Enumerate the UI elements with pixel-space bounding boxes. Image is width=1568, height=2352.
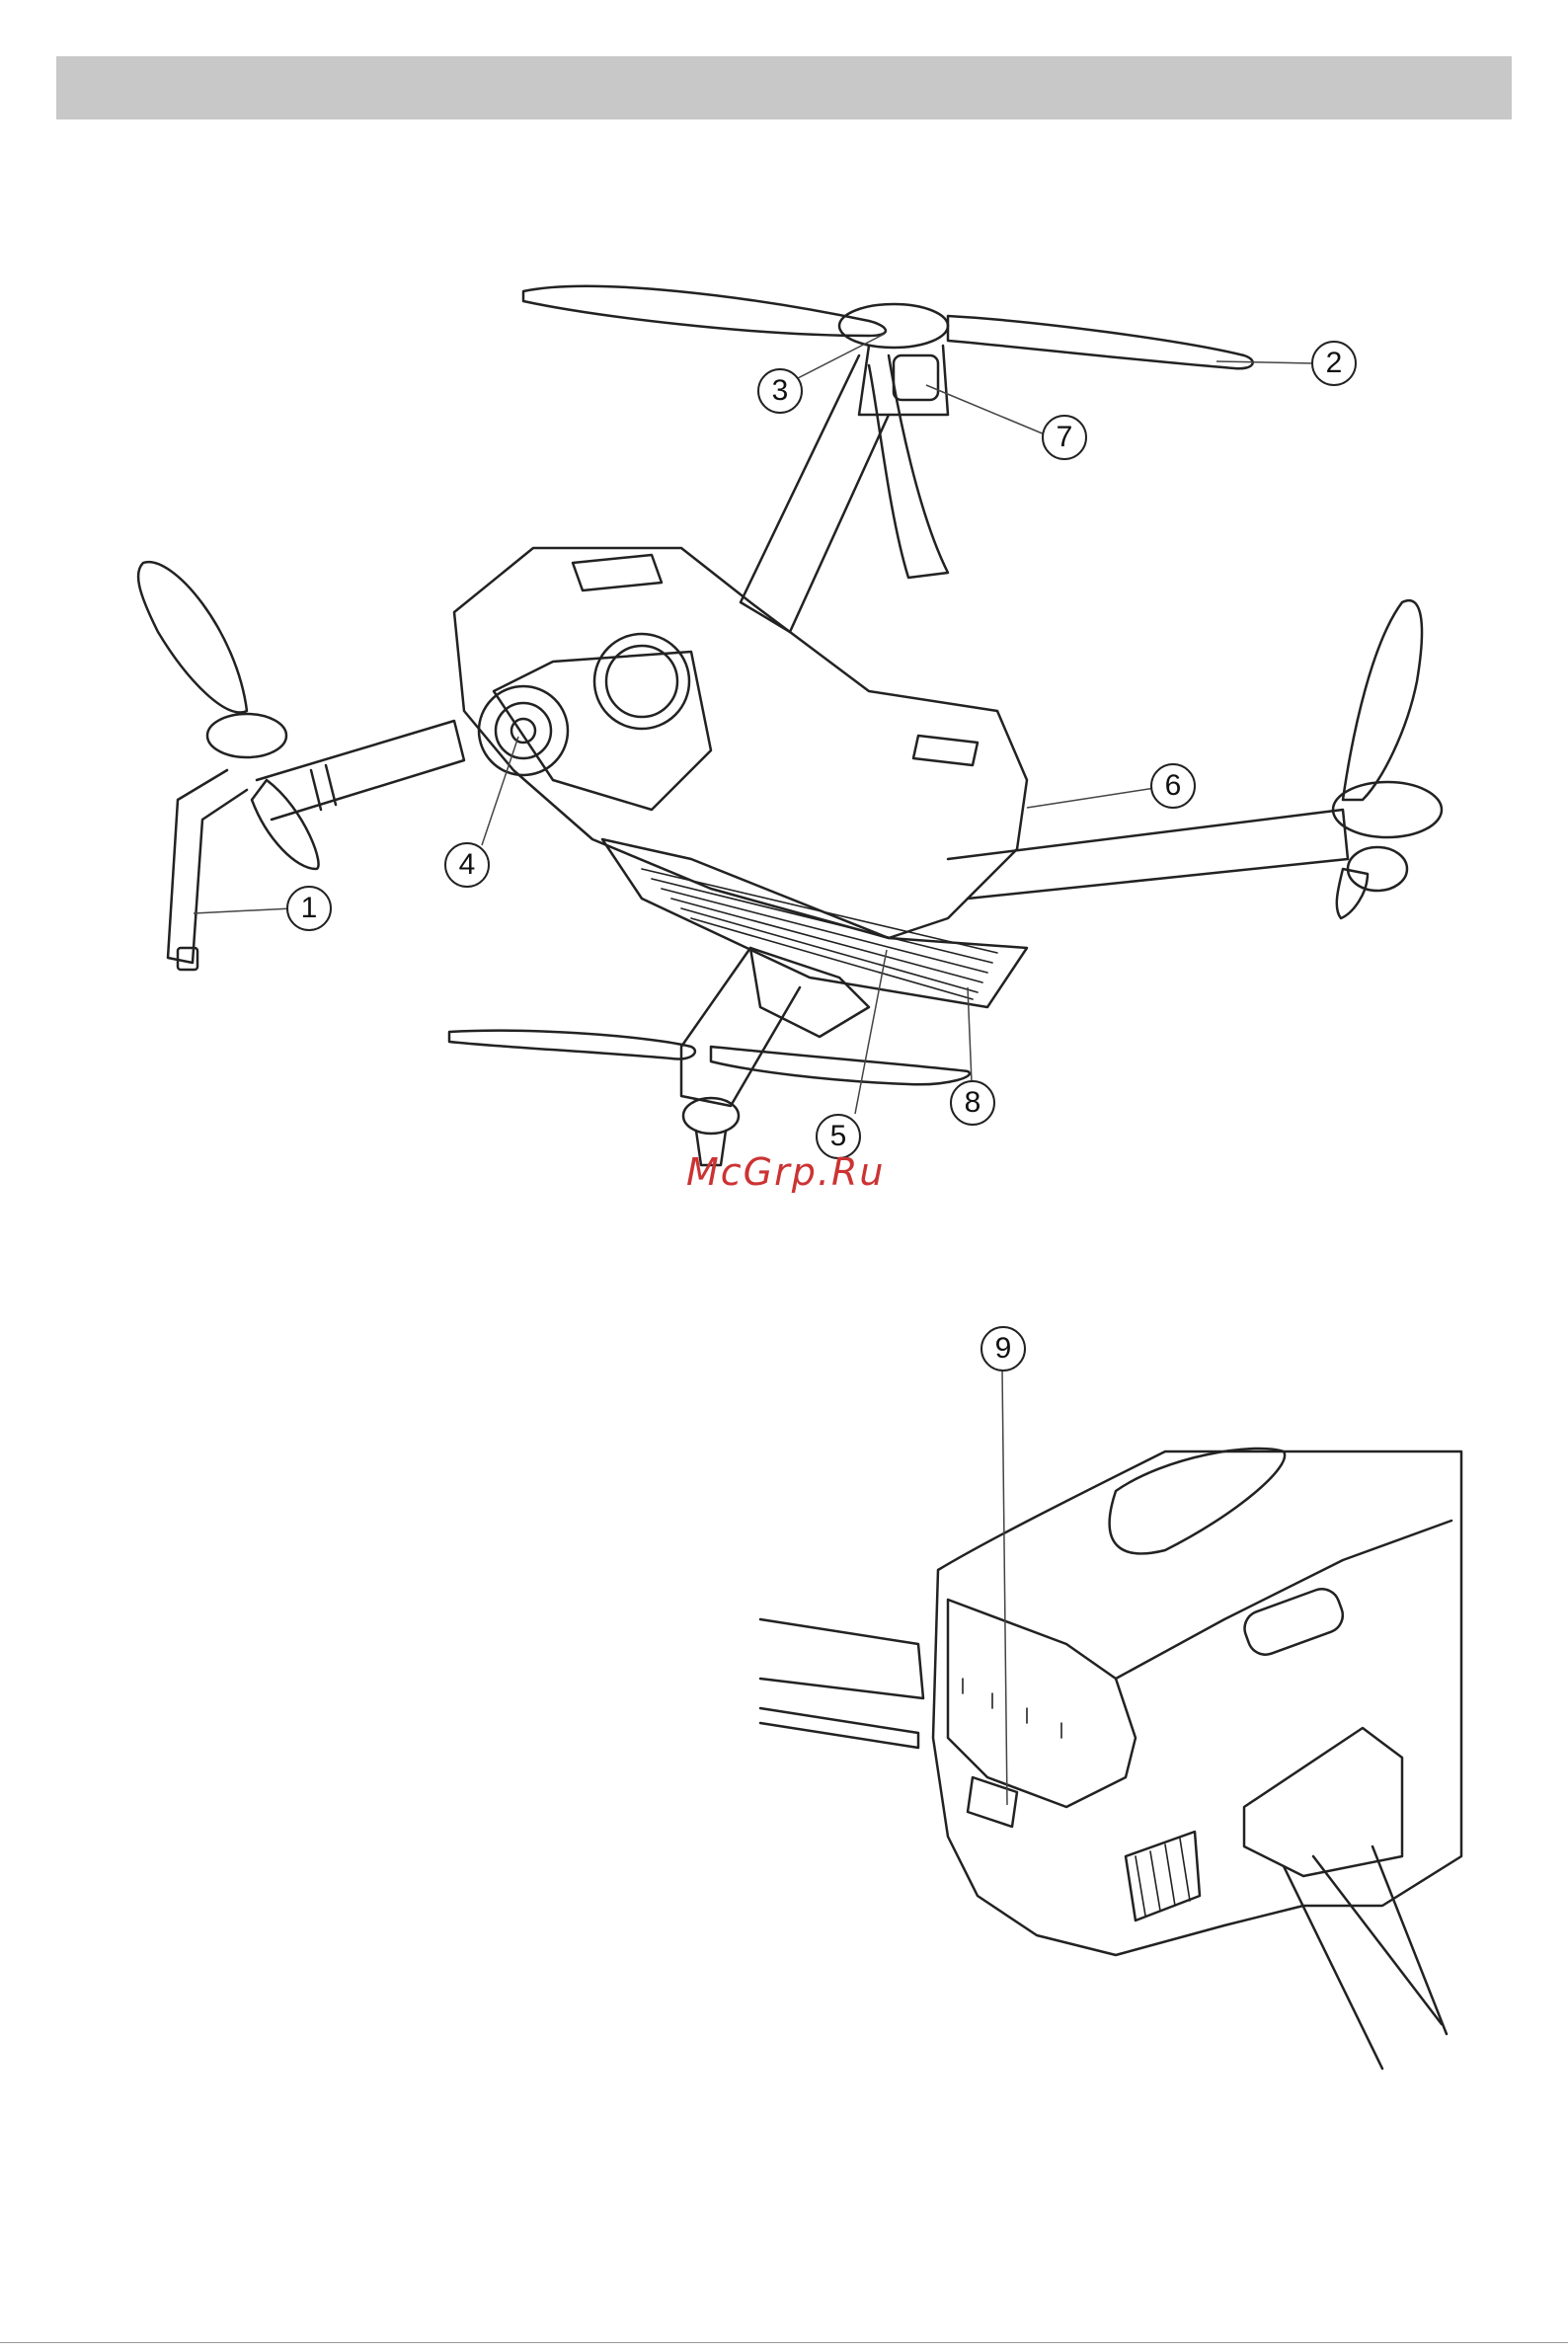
footer-rule bbox=[0, 2342, 1568, 2343]
callout-9: 9 bbox=[980, 1326, 1026, 1372]
watermark: McGrp.Ru bbox=[686, 1150, 885, 1194]
callout-8: 8 bbox=[950, 1080, 995, 1126]
callout-2: 2 bbox=[1311, 341, 1357, 386]
callout-1: 1 bbox=[286, 886, 332, 931]
callout-6: 6 bbox=[1150, 763, 1196, 809]
callout-7: 7 bbox=[1042, 415, 1087, 460]
callout-4: 4 bbox=[444, 842, 490, 888]
callout-3: 3 bbox=[757, 368, 803, 414]
